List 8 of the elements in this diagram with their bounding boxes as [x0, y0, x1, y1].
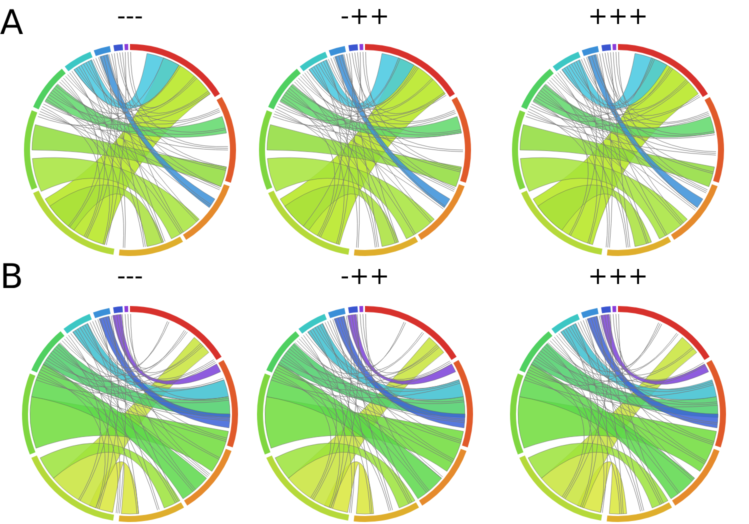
panel-title: --- [117, 4, 143, 28]
panel-title: -++ [340, 4, 390, 28]
panel-title: +++ [588, 4, 648, 28]
panel-letter: B [0, 260, 24, 294]
panel-title: -++ [340, 264, 390, 288]
panel-letter: A [0, 6, 24, 40]
panel-title: --- [117, 264, 143, 288]
panel-title: +++ [588, 264, 648, 288]
